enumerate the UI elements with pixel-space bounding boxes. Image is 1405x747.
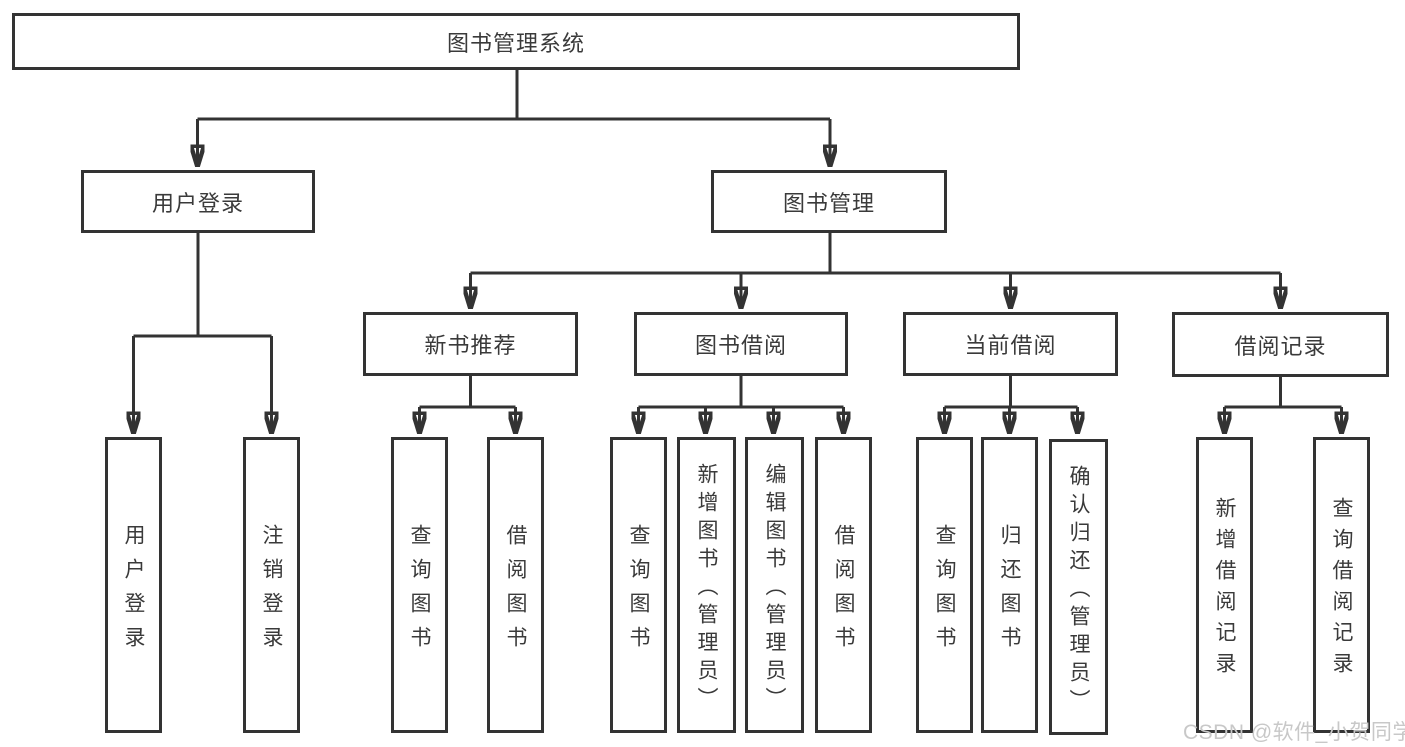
leaf-confirm-return-admin-label: 确认归还（管理员）: [1067, 464, 1091, 717]
connector-current-borrow-bus: [944, 376, 1078, 409]
leaf-rec-borrow-books-label: 借阅图书: [504, 523, 528, 660]
node-book-mgmt-branch-label: 图书管理: [782, 190, 875, 216]
node-system-root-label: 图书管理系统: [446, 30, 585, 56]
leaf-add-borrow-record: 新增借阅记录: [1196, 437, 1253, 733]
node-current-borrow-label: 当前借阅: [964, 333, 1057, 358]
leaf-add-books-admin: 新增图书（管理员）: [677, 437, 736, 733]
leaf-current-query-books-label: 查询图书: [933, 523, 957, 660]
connector-book-mgmt-bus: [470, 233, 1281, 275]
node-new-book-rec: 新书推荐: [363, 312, 578, 376]
leaf-borrow-query-books: 查询图书: [610, 437, 667, 733]
leaf-return-books: 归还图书: [981, 437, 1038, 733]
leaf-borrow-borrow-books-label: 借阅图书: [832, 523, 856, 660]
connector-new-book-rec-bus: [419, 376, 516, 409]
leaf-current-query-books: 查询图书: [916, 437, 973, 733]
leaf-rec-query-books-label: 查询图书: [408, 523, 432, 660]
node-new-book-rec-label: 新书推荐: [424, 333, 517, 358]
leaf-borrow-query-books-label: 查询图书: [627, 523, 651, 660]
leaf-add-borrow-record-label: 新增借阅记录: [1213, 497, 1237, 683]
node-user-login-branch-label: 用户登录: [151, 190, 244, 216]
node-user-login-branch: 用户登录: [81, 170, 315, 233]
leaf-user-login-label: 用户登录: [122, 523, 146, 660]
node-book-mgmt-branch: 图书管理: [711, 170, 947, 233]
leaf-return-books-label: 归还图书: [998, 523, 1022, 660]
node-system-root: 图书管理系统: [12, 13, 1020, 70]
leaf-borrow-borrow-books: 借阅图书: [815, 437, 872, 733]
leaf-logout-label: 注销登录: [260, 523, 284, 660]
leaf-edit-books-admin: 编辑图书（管理员）: [745, 437, 804, 733]
leaf-rec-borrow-books: 借阅图书: [487, 437, 544, 733]
connector-borrow-records-bus: [1224, 376, 1342, 409]
node-borrow-records: 借阅记录: [1172, 312, 1389, 377]
leaf-logout: 注销登录: [243, 437, 300, 733]
connector-book-borrow-bus: [638, 376, 844, 409]
node-book-borrow: 图书借阅: [634, 312, 848, 376]
leaf-query-borrow-record: 查询借阅记录: [1313, 437, 1370, 733]
csdn-watermark: CSDN @软件_小贺同学: [1183, 721, 1405, 744]
connector-root-bus: [197, 70, 830, 121]
leaf-rec-query-books: 查询图书: [391, 437, 448, 733]
leaf-edit-books-admin-label: 编辑图书（管理员）: [763, 462, 787, 715]
leaf-user-login: 用户登录: [105, 437, 162, 733]
node-book-borrow-label: 图书借阅: [694, 333, 787, 358]
leaf-add-books-admin-label: 新增图书（管理员）: [695, 462, 719, 715]
leaf-query-borrow-record-label: 查询借阅记录: [1330, 497, 1354, 683]
leaf-confirm-return-admin: 确认归还（管理员）: [1049, 439, 1108, 735]
node-borrow-records-label: 借阅记录: [1234, 333, 1327, 359]
node-current-borrow: 当前借阅: [903, 312, 1118, 376]
connector-user-login-bus: [133, 233, 272, 338]
